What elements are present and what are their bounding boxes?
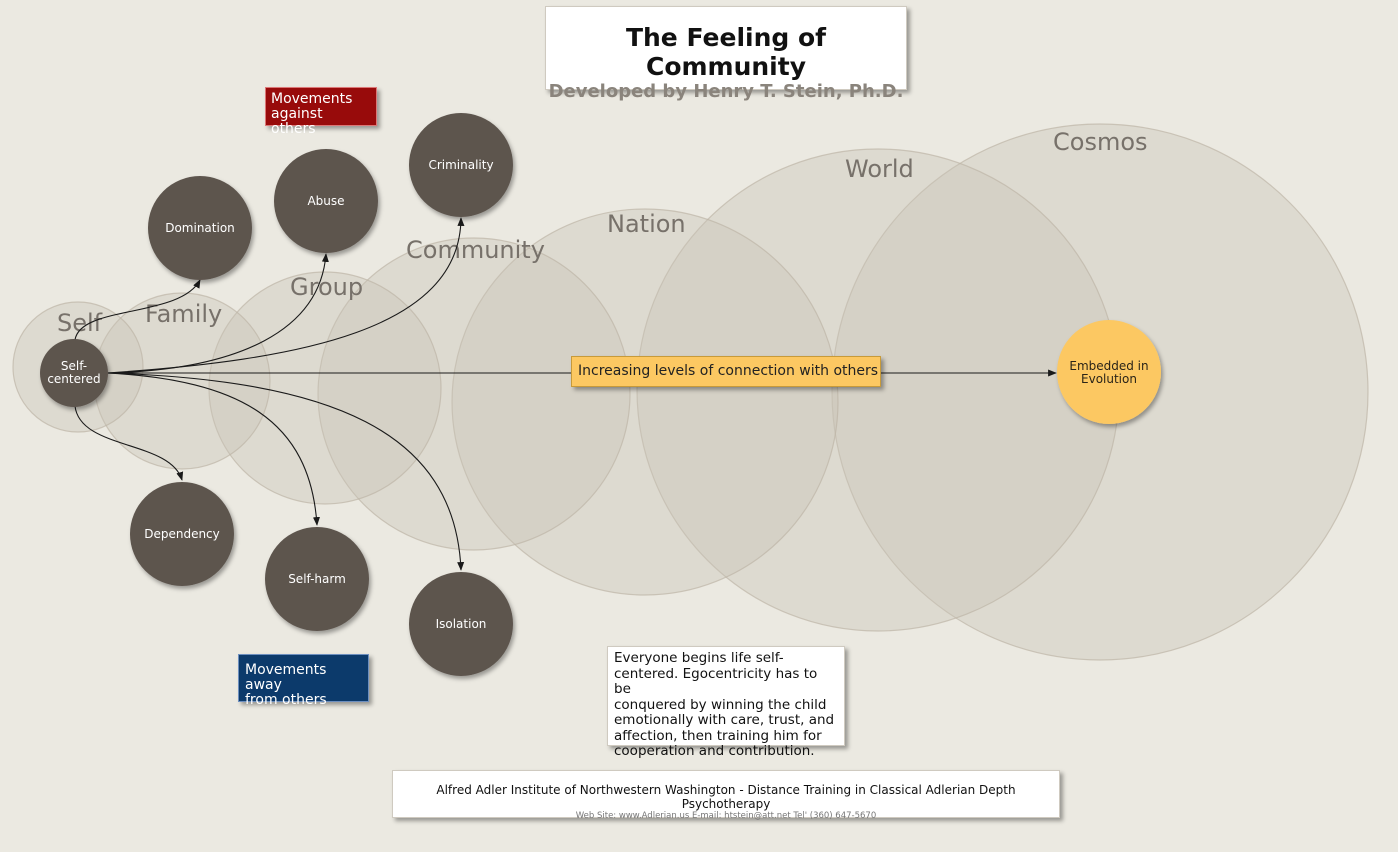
note-line: emotionally with care, trust, and [614,712,835,728]
note-line: conquered by winning the child [614,696,827,713]
connection-label: Increasing levels of connection with oth… [571,356,881,387]
svg-text:Embedded in: Embedded in [1069,359,1148,373]
svg-text:Self-: Self- [61,359,87,373]
note-box: Everyone begins life self- centered. Ego… [607,646,845,759]
svg-text:Evolution: Evolution [1081,372,1137,386]
ring-label-community: Community [406,236,545,264]
ring-label-group: Group [290,273,363,301]
note-line: affection, then training him for [614,727,822,744]
ring-label-family: Family [145,300,222,328]
svg-text:Isolation: Isolation [436,617,487,631]
svg-text:Domination: Domination [165,221,235,235]
arrow-to-domination [74,279,201,341]
ring-label-self: Self [57,309,103,337]
arrow-to-criminality [106,217,465,374]
footer-institute: Alfred Adler Institute of Northwestern W… [436,783,1016,811]
node-abuse: Abuse [274,149,378,253]
node-self-harm: Self-harm [265,527,369,631]
node-domination: Domination [148,176,252,280]
title-box: The Feeling of Community Developed by He… [545,6,907,102]
note-line: Everyone begins life self- [614,650,784,666]
ring-label-world: World [845,155,914,183]
ring-labels: Self Family Group Community Nation World… [57,128,1148,337]
node-criminality: Criminality [409,113,513,217]
arrow-to-abuse [106,253,329,374]
node-self-centered: Self- centered [40,339,108,407]
rings-layer [12,123,1369,661]
page-subtitle: Developed by Henry T. Stein, Ph.D. [548,81,904,102]
ring-group [208,271,442,505]
svg-text:Criminality: Criminality [428,158,493,172]
arrow-to-self-harm [106,372,320,526]
arrows-layer [74,217,1057,571]
svg-text:Dependency: Dependency [144,527,220,541]
ring-nation [451,208,839,596]
node-isolation: Isolation [409,572,513,676]
svg-text:Self-harm: Self-harm [288,572,346,586]
svg-text:Abuse: Abuse [307,194,344,208]
tag-movements-away-from-others: Movements away from others [238,654,369,708]
ring-label-nation: Nation [607,210,686,238]
arrow-to-isolation [106,372,465,571]
ring-community [317,237,631,551]
ring-label-cosmos: Cosmos [1053,128,1148,156]
node-embedded-in-evolution: Embedded in Evolution [1057,320,1161,424]
footer-contact: Web Site: www.Adlerian.us E-mail: htstei… [575,811,877,821]
tag-movements-against-others: Movements against others [265,87,377,137]
node-dependency: Dependency [130,482,234,586]
note-line: centered. Egocentricity has to be [614,665,818,697]
footer-box: Alfred Adler Institute of Northwestern W… [392,770,1060,821]
svg-text:centered: centered [47,372,100,386]
note-line: cooperation and contribution. [614,743,815,759]
page-title: The Feeling of Community [625,23,827,81]
arrow-to-dependency [74,405,184,481]
